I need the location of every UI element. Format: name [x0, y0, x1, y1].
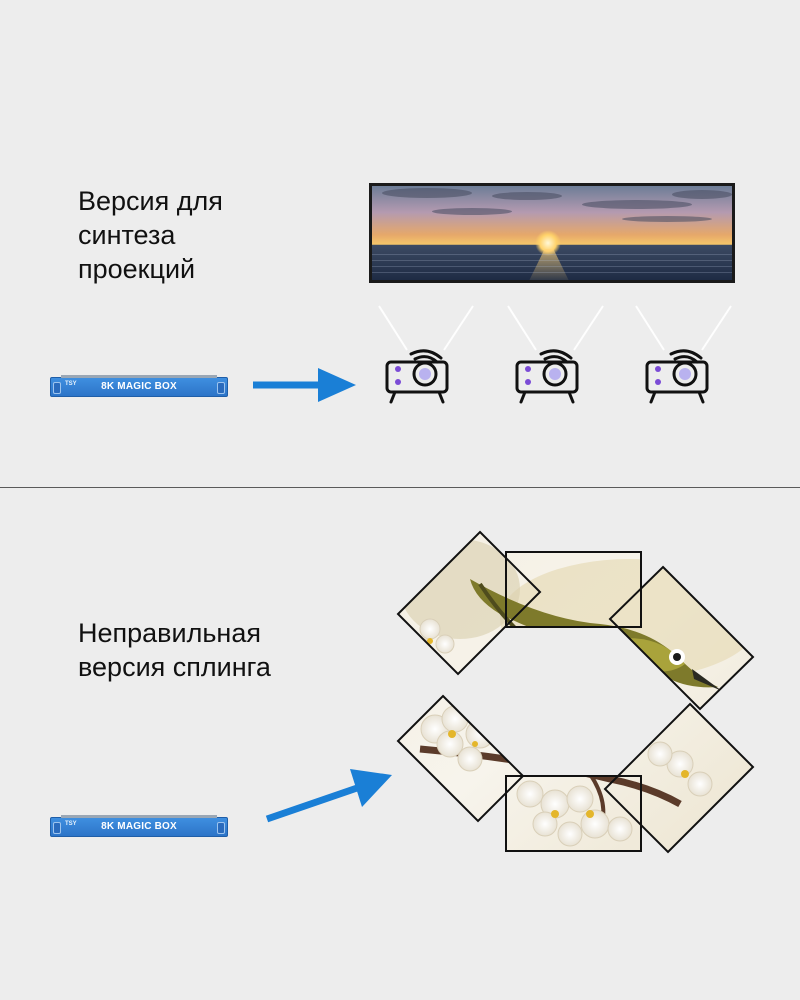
section-divider	[0, 487, 800, 488]
sunset-panorama	[369, 183, 735, 283]
projection-caption: Версия для синтеза проекций	[78, 186, 223, 284]
device-label: 8K MAGIC BOX	[101, 381, 177, 392]
magic-box-device: TSY 8K MAGIC BOX	[50, 375, 228, 397]
projector-icon	[645, 349, 709, 404]
projector-icon	[385, 349, 449, 404]
device-brand: TSY	[65, 381, 77, 387]
magic-box-device: TSY 8K MAGIC BOX	[50, 815, 228, 837]
device-label: 8K MAGIC BOX	[101, 821, 177, 832]
projection-section: Версия для синтеза проекций TSY 8K MAGIC…	[0, 0, 800, 488]
bird-on-blossom-collage	[396, 530, 755, 854]
splicing-caption: Неправильная версия сплинга	[78, 618, 271, 682]
arrow-up-right-icon	[265, 769, 392, 823]
splicing-section: Неправильная версия сплинга TSY 8K MAGIC…	[0, 489, 800, 1000]
device-brand: TSY	[65, 821, 77, 827]
arrow-right-icon	[253, 305, 732, 402]
projector-icon	[515, 349, 579, 404]
